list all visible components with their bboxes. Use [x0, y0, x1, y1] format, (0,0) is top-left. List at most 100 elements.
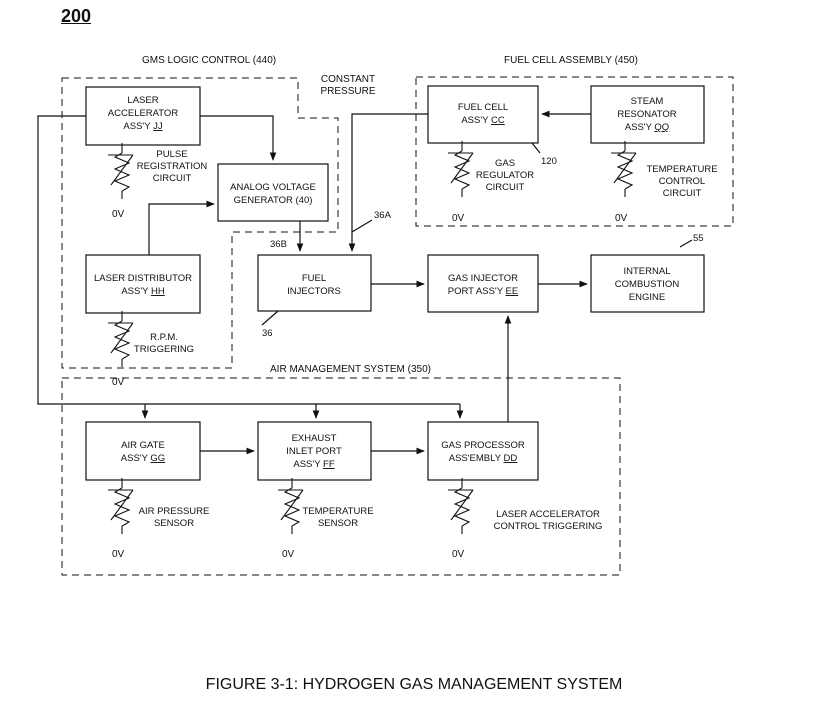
air-pressure-sensor-label: AIR PRESSURE SENSOR	[139, 506, 210, 529]
svg-text:GENERATOR (40): GENERATOR (40)	[234, 195, 313, 206]
rpm-triggering-resistor	[107, 310, 134, 368]
svg-text:STEAM: STEAM	[631, 96, 664, 107]
exhaust-inlet-port-block: EXHAUST INLET PORT ASS'Y FF	[257, 421, 372, 481]
rpm-triggering-label: R.P.M. TRIGGERING	[134, 332, 194, 355]
laser-control-resistor	[447, 477, 474, 535]
ground-label-laser-accel: 0V	[112, 209, 125, 220]
leader-55	[679, 239, 693, 248]
svg-text:REGULATOR: REGULATOR	[476, 170, 534, 181]
constant-pressure-label: CONSTANT PRESSURE	[320, 74, 375, 97]
svg-text:ASS'EMBLY DD: ASS'EMBLY DD	[449, 453, 518, 464]
svg-text:PULSE: PULSE	[156, 149, 187, 160]
temperature-sensor-label: TEMPERATURE SENSOR	[302, 506, 373, 529]
air-management-boundary	[61, 377, 621, 576]
laser-bus	[37, 115, 460, 405]
ref-36a: 36A	[374, 210, 392, 221]
svg-text:CONTROL: CONTROL	[659, 176, 705, 187]
gms-logic-title: GMS LOGIC CONTROL (440)	[142, 55, 276, 66]
gas-processor-block: GAS PROCESSOR ASS'EMBLY DD	[427, 421, 539, 481]
svg-text:PORT ASS'Y EE: PORT ASS'Y EE	[448, 286, 518, 297]
svg-text:CIRCUIT: CIRCUIT	[153, 173, 192, 184]
ref-36b: 36B	[270, 239, 287, 250]
figure-caption: FIGURE 3-1: HYDROGEN GAS MANAGEMENT SYST…	[205, 676, 623, 693]
svg-text:EXHAUST: EXHAUST	[292, 433, 337, 444]
air-pressure-resistor	[107, 477, 134, 535]
leader-36	[261, 310, 279, 326]
temperature-sensor-resistor	[277, 477, 304, 535]
gas-regulator-resistor	[447, 140, 474, 198]
svg-text:ENGINE: ENGINE	[629, 292, 665, 303]
svg-text:ASS'Y CC: ASS'Y CC	[461, 115, 505, 126]
laser-distributor-to-voltage-generator	[148, 200, 215, 255]
analog-voltage-generator-block: ANALOG VOLTAGE GENERATOR (40)	[217, 163, 329, 222]
svg-text:SENSOR: SENSOR	[154, 518, 194, 529]
constant-pressure-line	[348, 113, 428, 252]
svg-text:TEMPERATURE: TEMPERATURE	[302, 506, 373, 517]
fuel-cell-block: FUEL CELL ASS'Y CC	[427, 85, 539, 144]
steam-resonator-block: STEAM RESONATOR ASS'Y QQ	[590, 85, 705, 144]
svg-text:LASER: LASER	[127, 95, 158, 106]
fuel-cell-title: FUEL CELL ASSEMBLY (450)	[504, 55, 638, 66]
pulse-registration-label: PULSE REGISTRATION CIRCUIT	[137, 149, 208, 184]
laser-control-triggering-label: LASER ACCELERATOR CONTROL TRIGGERING	[494, 509, 603, 532]
fuel-injectors-block: FUEL INJECTORS	[257, 254, 372, 312]
svg-text:GAS PROCESSOR: GAS PROCESSOR	[441, 440, 525, 451]
svg-text:GAS: GAS	[495, 158, 515, 169]
pulse-registration-resistor	[107, 142, 134, 200]
svg-text:ASS'Y GG: ASS'Y GG	[121, 453, 165, 464]
leader-36a	[351, 219, 373, 233]
svg-text:INJECTORS: INJECTORS	[287, 286, 341, 297]
fuel-cell-boundary	[415, 76, 734, 227]
ground-label-gas-proc: 0V	[452, 549, 465, 560]
ground-label-air-gate: 0V	[112, 549, 125, 560]
svg-text:SENSOR: SENSOR	[318, 518, 358, 529]
temperature-control-resistor	[610, 140, 637, 198]
svg-text:TRIGGERING: TRIGGERING	[134, 344, 194, 355]
gms-logic-boundary	[61, 77, 339, 369]
svg-text:CIRCUIT: CIRCUIT	[663, 188, 702, 199]
svg-text:LASER ACCELERATOR: LASER ACCELERATOR	[496, 509, 600, 520]
internal-combustion-engine-block: INTERNAL COMBUSTION ENGINE	[590, 254, 705, 313]
svg-text:REGISTRATION: REGISTRATION	[137, 161, 208, 172]
svg-text:ACCELERATOR: ACCELERATOR	[108, 108, 179, 119]
svg-text:COMBUSTION: COMBUSTION	[615, 279, 680, 290]
svg-text:RESONATOR: RESONATOR	[617, 109, 676, 120]
svg-text:TEMPERATURE: TEMPERATURE	[646, 164, 717, 175]
svg-text:ASS'Y FF: ASS'Y FF	[293, 459, 334, 470]
svg-text:PRESSURE: PRESSURE	[320, 86, 375, 97]
gas-regulator-label: GAS REGULATOR CIRCUIT	[476, 158, 534, 193]
svg-text:ANALOG VOLTAGE: ANALOG VOLTAGE	[230, 182, 316, 193]
svg-text:LASER DISTRIBUTOR: LASER DISTRIBUTOR	[94, 273, 192, 284]
ref-55: 55	[693, 233, 704, 244]
laser-accel-to-voltage-generator	[200, 115, 277, 161]
leader-120	[531, 142, 541, 154]
svg-text:AIR GATE: AIR GATE	[121, 440, 165, 451]
svg-text:CONSTANT: CONSTANT	[321, 74, 375, 85]
temperature-control-label: TEMPERATURE CONTROL CIRCUIT	[646, 164, 717, 199]
ground-label-exhaust: 0V	[282, 549, 295, 560]
svg-text:CIRCUIT: CIRCUIT	[486, 182, 525, 193]
svg-text:ASS'Y QQ: ASS'Y QQ	[625, 122, 669, 133]
air-management-title: AIR MANAGEMENT SYSTEM (350)	[270, 364, 431, 375]
svg-text:R.P.M.: R.P.M.	[150, 332, 178, 343]
ground-label-steam: 0V	[615, 213, 628, 224]
svg-text:CONTROL TRIGGERING: CONTROL TRIGGERING	[494, 521, 603, 532]
laser-accelerator-block: LASER ACCELERATOR ASS'Y JJ	[85, 86, 201, 146]
svg-text:ASS'Y JJ: ASS'Y JJ	[123, 121, 162, 132]
svg-text:GAS INJECTOR: GAS INJECTOR	[448, 273, 518, 284]
laser-distributor-block: LASER DISTRIBUTOR ASS'Y HH	[85, 254, 201, 314]
air-gate-block: AIR GATE ASS'Y GG	[85, 421, 201, 481]
ground-label-laser-dist: 0V	[112, 377, 125, 388]
svg-text:FUEL: FUEL	[302, 273, 326, 284]
svg-text:INLET PORT: INLET PORT	[286, 446, 342, 457]
ref-120: 120	[541, 156, 557, 167]
connections	[37, 110, 693, 455]
svg-text:INTERNAL: INTERNAL	[624, 266, 671, 277]
svg-text:AIR PRESSURE: AIR PRESSURE	[139, 506, 210, 517]
figure-number: 200	[61, 6, 92, 26]
gas-injector-block: GAS INJECTOR PORT ASS'Y EE	[427, 254, 539, 313]
ref-36: 36	[262, 328, 273, 339]
svg-text:FUEL CELL: FUEL CELL	[458, 102, 508, 113]
svg-text:ASS'Y HH: ASS'Y HH	[121, 286, 165, 297]
